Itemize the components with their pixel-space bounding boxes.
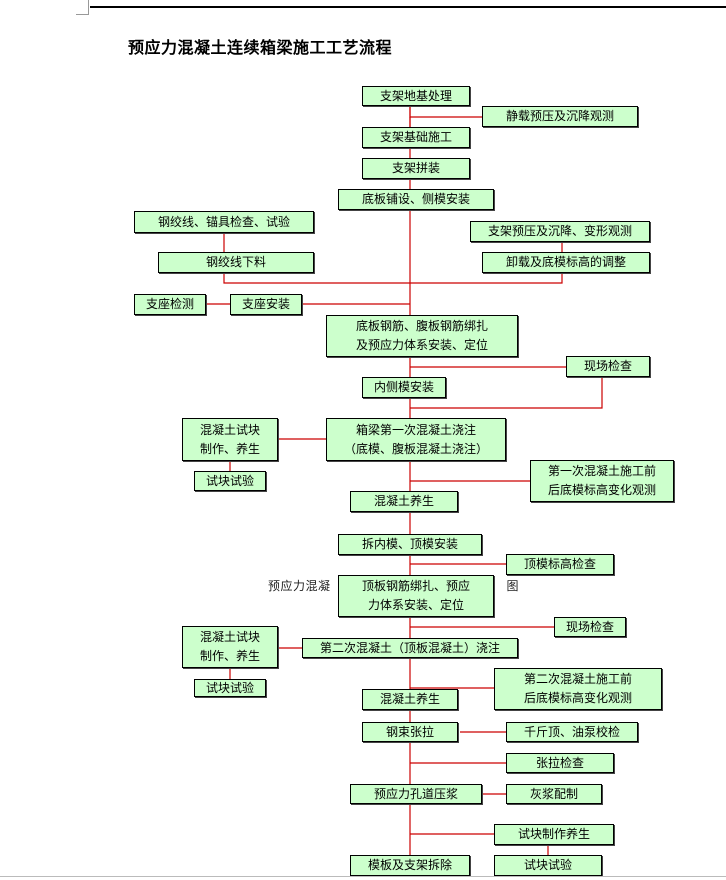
step-elevation-observation-2: 第二次混凝土施工前 后底模标高变化观测 — [494, 668, 662, 710]
step-bottom-side-formwork: 底板铺设、侧模安装 — [338, 189, 494, 210]
step-support-foundation: 支架基础施工 — [362, 127, 470, 148]
link-s2 — [409, 106, 482, 118]
step-specimen-curing-2: 混凝土试块 制作、养生 — [182, 626, 278, 668]
link-s9-spine — [410, 273, 563, 284]
page-title: 预应力混凝土连续箱梁施工工艺流程 — [128, 38, 393, 57]
step-foundation-treatment: 支架地基处理 — [362, 86, 470, 106]
step-strip-inner-top-formwork: 拆内模、顶模安装 — [338, 534, 482, 555]
step-site-inspection-2: 现场检查 — [554, 617, 626, 637]
step-elevation-observation-1: 第一次混凝土施工前 后底模标高变化观测 — [530, 460, 674, 502]
step-first-pour: 箱梁第一次混凝土浇注 （底模、腹板混凝土浇注） — [326, 418, 506, 461]
step-tension-check: 张拉检查 — [506, 753, 614, 773]
step-bearing-check: 支座检测 — [134, 294, 206, 315]
step-tendon-tensioning: 钢束张拉 — [362, 722, 458, 742]
link-s8-spine — [223, 273, 410, 284]
step-support-assembly: 支架拼装 — [362, 158, 470, 179]
step-site-inspection-1: 现场检查 — [566, 356, 650, 377]
step-rebar-tendon-install: 底板钢筋、腹板钢筋绑扎 及预应力体系安装、定位 — [326, 315, 518, 357]
step-support-preload-observation: 支架预压及沉降、变形观测 — [470, 221, 650, 242]
step-bearing-install: 支座安装 — [230, 294, 302, 315]
step-specimen-test-1: 试块试验 — [194, 471, 266, 491]
step-top-rebar-tendon: 顶板钢筋绑扎、预应 力体系安装、定位 — [338, 575, 494, 617]
link-s13-return — [410, 377, 603, 409]
step-specimen-test-3: 试块试验 — [494, 855, 602, 876]
figure-caption-fragment: 预应力混凝图 — [268, 579, 520, 593]
step-concrete-curing-2: 混凝土养生 — [362, 689, 458, 710]
step-specimen-curing-3: 试块制作养生 — [494, 824, 614, 845]
step-top-formwork-check: 顶模标高检查 — [506, 554, 614, 575]
step-specimen-curing-1: 混凝土试块 制作、养生 — [182, 418, 278, 461]
step-static-preload-observation: 静载预压及沉降观测 — [482, 106, 638, 127]
page-bottom-edge — [0, 876, 726, 877]
step-unload-elevation-adjust: 卸载及底模标高的调整 — [482, 252, 650, 273]
step-specimen-test-2: 试块试验 — [194, 679, 266, 697]
step-grout-mixing: 灰浆配制 — [506, 784, 602, 804]
step-inner-formwork: 内侧模安装 — [362, 377, 446, 398]
step-concrete-curing-1: 混凝土养生 — [350, 491, 458, 512]
step-duct-grouting: 预应力孔道压浆 — [350, 784, 482, 804]
step-formwork-support-removal: 模板及支架拆除 — [350, 855, 470, 876]
step-second-pour: 第二次混凝土（顶板混凝土）浇注 — [302, 638, 518, 658]
page-corner-mark — [76, 0, 89, 15]
step-strand-cutting: 钢绞线下料 — [158, 252, 314, 273]
step-jack-pump-calibration: 千斤顶、油泵校检 — [506, 722, 638, 742]
step-strand-anchor-test: 钢绞线、锚具检查、试验 — [134, 211, 314, 233]
page-top-border — [90, 6, 726, 8]
